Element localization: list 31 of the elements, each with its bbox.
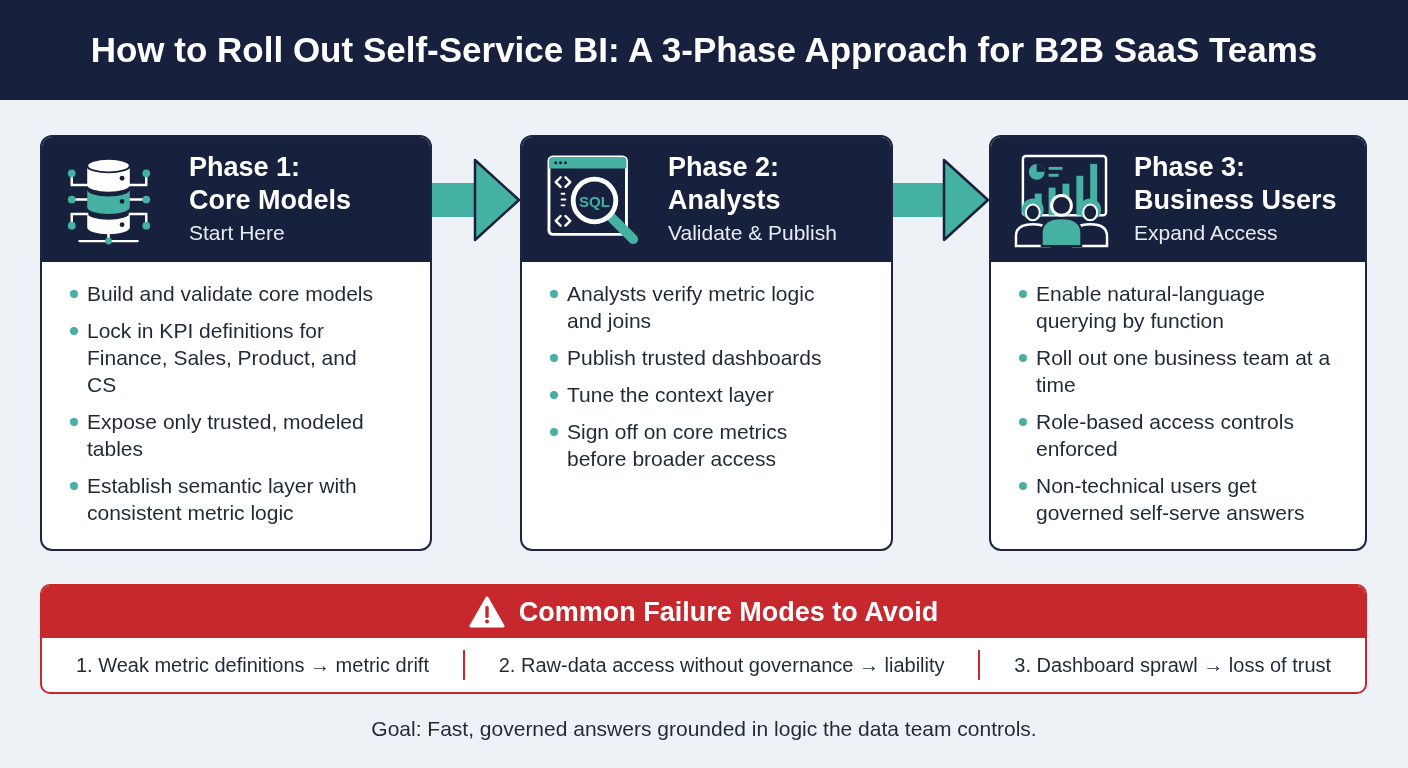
phase-subtitle: Validate & Publish [668,220,837,246]
failure-item: 3. Dashboard sprawl → loss of trust [1014,653,1332,677]
arrow [893,158,990,242]
bullet-item: Enable natural-language querying by function [1036,281,1266,334]
phase-subtitle: Expand Access [1134,220,1278,246]
bullet-item: Build and validate core models [87,281,373,307]
bullet-item: Establish semantic layer with consistent metric logic [87,473,358,526]
title: How to Roll Out Self-Service BI: A 3-Phase Approach for B2B SaaS Teams [90,29,1318,71]
phase-card [989,135,1367,551]
phase-title: Phase 3: Business Users [1134,151,1338,217]
phase-card [40,135,432,551]
bullet-item: Analysts verify metric logic and joins [567,281,816,334]
bullet-item: Lock in KPI definitions for Finance, Sales, Product, and CS [87,318,358,398]
caption: Goal: Fast, governed answers grounded in logic the data team controls. [371,716,1037,742]
phase-subtitle: Start Here [189,220,285,246]
bullet-item: Sign off on core metrics before broader access [567,419,789,472]
phase-card [520,135,893,551]
failure-item: 2. Raw-data access without governance → liability [498,653,945,677]
bullet-item: Tune the context layer [567,382,774,408]
bullet-item: Publish trusted dashboards [567,345,822,371]
arrow [432,158,521,242]
alert-panel [40,584,1367,694]
failure-item: 1. Weak metric definitions → metric drift [75,653,429,677]
bullet-item: Non-technical users get governed self-serve answers [1036,473,1306,526]
icon-label: SQL [579,192,610,209]
bullet-item: Roll out one business team at a time [1036,345,1332,398]
alert-heading: Common Failure Modes to Avoid [518,596,939,628]
bullet-item: Expose only trusted, modeled tables [87,409,365,462]
phase-title: Phase 2: Analysts [668,151,782,217]
bullet-item: Role-based access controls enforced [1036,409,1295,462]
phase-title: Phase 1: Core Models [189,151,353,217]
